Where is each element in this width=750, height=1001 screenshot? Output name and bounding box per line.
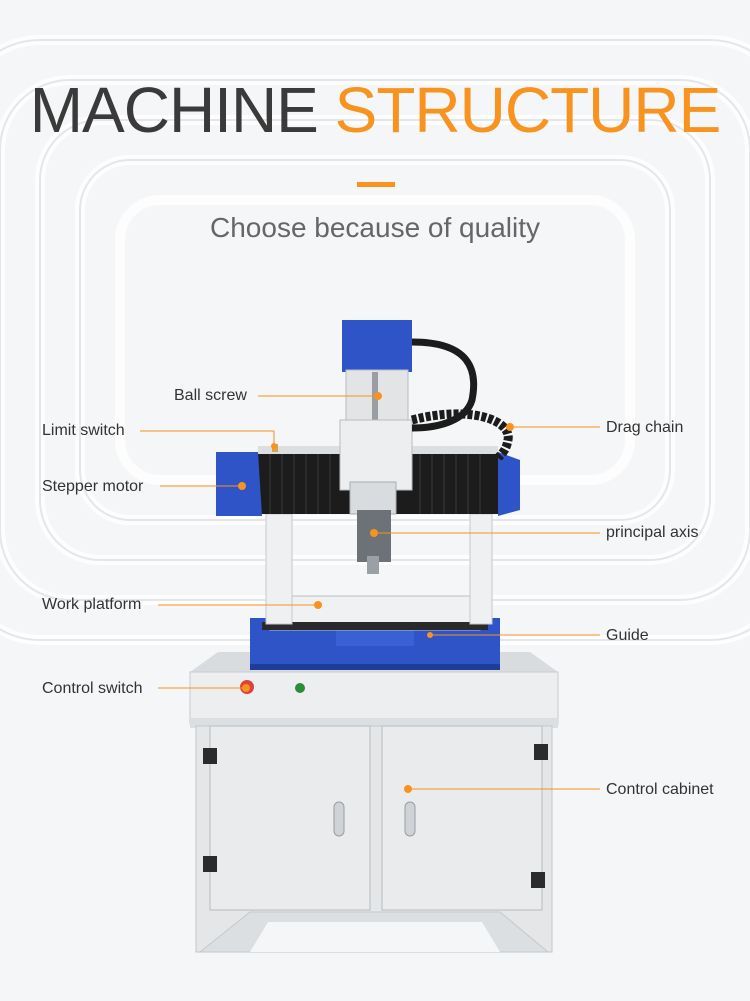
label-ball-screw: Ball screw [174,387,247,404]
label-control-switch: Control switch [42,680,143,697]
label-work-platform: Work platform [42,596,142,613]
label-principal-axis: principal axis [606,524,699,541]
label-drag-chain: Drag chain [606,419,684,436]
title-part-dark: MACHINE [29,74,319,146]
label-guide: Guide [606,627,649,644]
leader-dots [238,392,514,793]
title-part-accent: STRUCTURE [334,74,722,146]
power-switch [295,683,305,693]
subtitle: Choose because of quality [210,212,540,243]
control-cabinet-body [189,652,559,953]
label-control-cabinet: Control cabinet [606,781,714,798]
page-title: MACHINE STRUCTURE [0,78,750,142]
label-limit-switch: Limit switch [42,422,125,439]
label-stepper-motor: Stepper motor [42,478,144,495]
leader-lines [140,395,600,790]
title-underline [357,182,395,187]
